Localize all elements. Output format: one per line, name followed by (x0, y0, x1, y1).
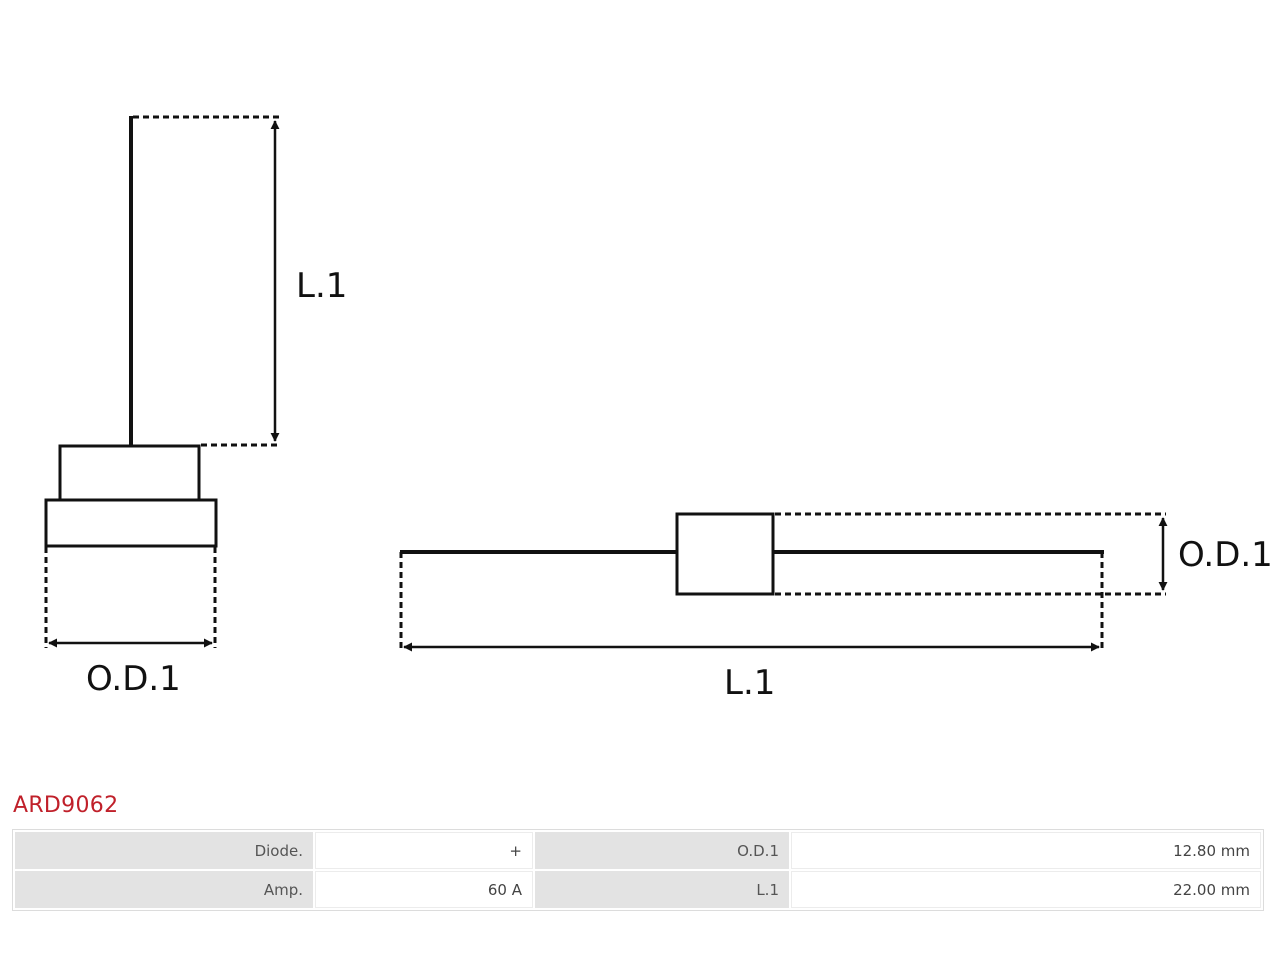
spec-label-l1: L.1 (535, 871, 789, 908)
spec-label-amp: Amp. (15, 871, 313, 908)
spec-label-diode: Diode. (15, 832, 313, 869)
diameter-label: O.D.1 (86, 659, 181, 699)
diode-body (675, 512, 775, 596)
diameter-label: O.D.1 (1178, 535, 1273, 575)
technical-drawing: L.1 O.D.1 O.D.1 L.1 (44, 115, 1273, 703)
spec-value-diode: + (315, 832, 533, 869)
length-label: L.1 (296, 266, 347, 306)
length-label: L.1 (724, 663, 775, 703)
part-number: ARD9062 (13, 793, 119, 818)
spec-label-od1: O.D.1 (535, 832, 789, 869)
spec-value-l1: 22.00 mm (791, 871, 1261, 908)
spec-value-od1: 12.80 mm (791, 832, 1261, 869)
spec-value-amp: 60 A (315, 871, 533, 908)
diode-body-base (44, 498, 218, 548)
diode-top-view: O.D.1 L.1 (399, 512, 1273, 703)
table-row: Diode. + O.D.1 12.80 mm (15, 832, 1261, 869)
diode-body-upper (58, 444, 201, 502)
table-row: Amp. 60 A L.1 22.00 mm (15, 871, 1261, 908)
diode-side-view: L.1 O.D.1 (44, 115, 347, 699)
spec-table: Diode. + O.D.1 12.80 mm Amp. 60 A L.1 22… (12, 829, 1264, 911)
